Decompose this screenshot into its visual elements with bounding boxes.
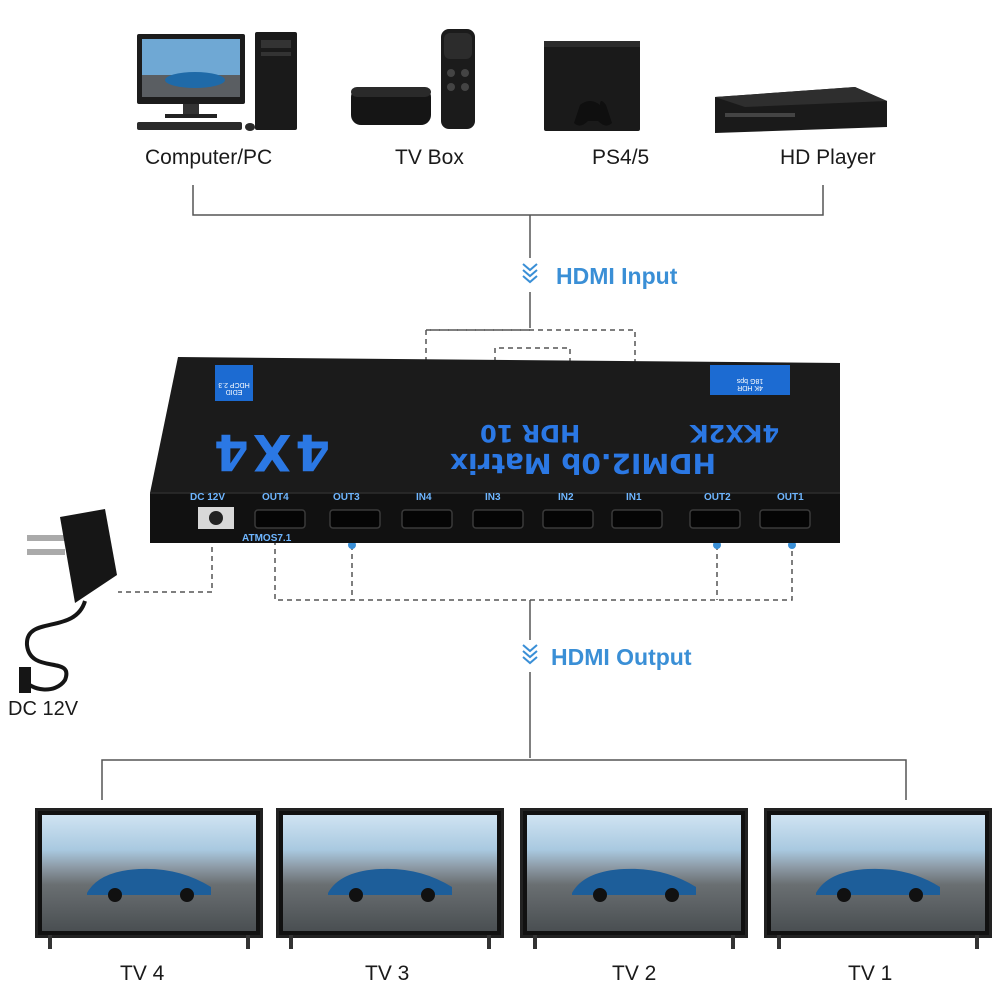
- port-label-in4: IN4: [416, 492, 432, 503]
- tv-4-screen: [35, 808, 263, 949]
- port-label-in1: IN1: [626, 492, 642, 503]
- source-tv-box: [345, 25, 485, 135]
- power-adapter-icon: [19, 509, 117, 693]
- source-label-tv-box: TV Box: [395, 146, 464, 169]
- car-image-icon: [87, 869, 211, 903]
- tv-label-2: TV 2: [612, 962, 657, 985]
- source-ps: [540, 35, 665, 140]
- device-spec-text: 4KX2K: [690, 419, 780, 447]
- source-label-ps: PS4/5: [592, 146, 650, 169]
- port-label-out1: OUT1: [777, 492, 804, 503]
- badge-gbps: 18G bps: [736, 377, 764, 384]
- tv-label-4: TV 4: [120, 962, 165, 985]
- device-size-text: 4X4: [210, 423, 331, 481]
- badge-hdcp: HDCP 2.3: [218, 381, 250, 388]
- source-label-hd-player: HD Player: [780, 146, 876, 169]
- computer-icon: [137, 32, 297, 131]
- tv-1-screen: [764, 808, 992, 949]
- game-console-icon: [544, 41, 640, 131]
- source-computer: [135, 30, 300, 135]
- atmos-label: ATMOS7.1: [242, 533, 292, 544]
- badge-4k: 4K HDR: [737, 384, 763, 391]
- port-label-in2: IN2: [558, 492, 574, 503]
- port-label-dc: DC 12V: [190, 492, 226, 503]
- source-label-computer: Computer/PC: [145, 146, 273, 169]
- device-model-text: HDMI2.0b Matrix: [450, 447, 716, 480]
- hdmi-matrix-device: EDID HDCP 2.3 4K HDR 18G bps 4X4 HDMI2.0…: [150, 355, 850, 550]
- badge-edid: EDID: [225, 388, 243, 395]
- tv-2-screen: [520, 808, 748, 949]
- blu-ray-player-icon: [715, 87, 887, 133]
- port-label-out3: OUT3: [333, 492, 360, 503]
- tv-label-3: TV 3: [365, 962, 410, 985]
- port-label-out2: OUT2: [704, 492, 731, 503]
- power-adapter: [5, 505, 125, 705]
- car-image-icon: [328, 869, 452, 903]
- device-hdr-text: HDR 10: [480, 419, 581, 447]
- source-hd-player: [705, 85, 890, 140]
- car-image-icon: [572, 869, 696, 903]
- car-image-icon: [816, 869, 940, 903]
- tv-3-screen: [276, 808, 504, 949]
- port-label-out4: OUT4: [262, 492, 289, 503]
- port-label-in3: IN3: [485, 492, 501, 503]
- badge-hdcp-edid: EDID HDCP 2.3: [215, 365, 253, 401]
- tv-label-1: TV 1: [848, 962, 893, 985]
- hdmi-input-label: HDMI Input: [556, 263, 678, 289]
- hdmi-output-label: HDMI Output: [551, 644, 692, 670]
- tv-box-icon: [351, 29, 475, 129]
- power-label: DC 12V: [8, 698, 79, 720]
- badge-4k-hdr: 4K HDR 18G bps: [710, 365, 790, 395]
